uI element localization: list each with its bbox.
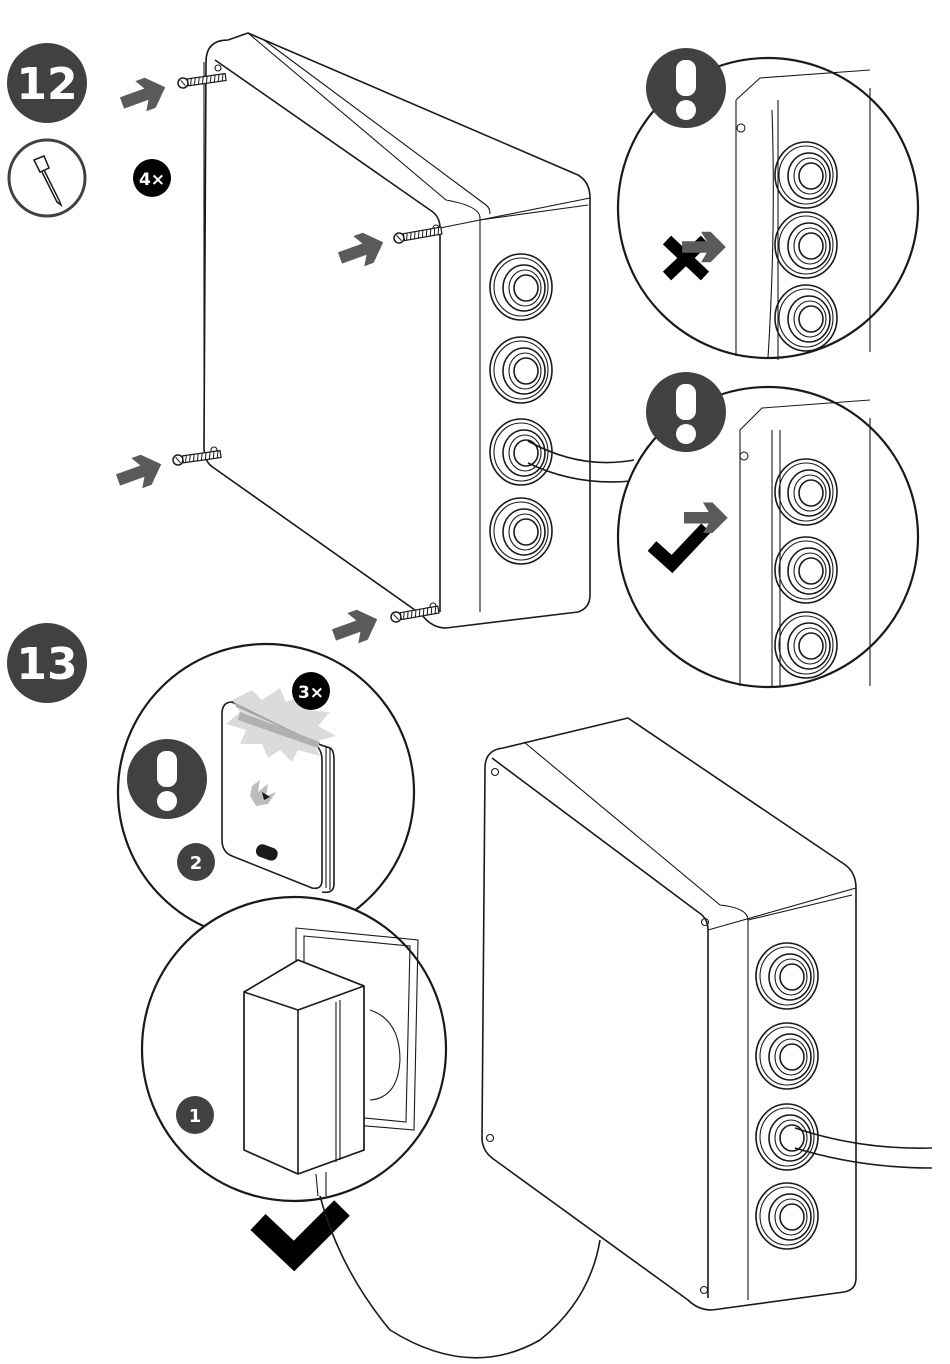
arrow-icon xyxy=(113,449,167,495)
arrow-icon xyxy=(117,72,171,118)
power-cable xyxy=(320,1196,600,1358)
substep-badge-1: 1 xyxy=(176,1096,214,1134)
warning-badge xyxy=(127,739,207,819)
substep-badge-2: 2 xyxy=(177,843,215,881)
screw-bottom-left xyxy=(172,449,221,466)
substep-1-text: 1 xyxy=(189,1106,202,1127)
screw-top-left xyxy=(177,72,226,89)
step13-badge: 13 xyxy=(7,623,87,703)
screw-bottom-right xyxy=(390,605,439,623)
screw-count-badge: 4× xyxy=(133,159,171,197)
arrow-icon xyxy=(329,604,383,650)
substep-2-text: 2 xyxy=(190,853,203,874)
blink-count-text: 3× xyxy=(298,683,324,703)
arrow-icon xyxy=(335,227,389,273)
screw-top-right xyxy=(393,226,442,244)
screw-count-text: 4× xyxy=(139,170,165,190)
power-adapter-callout xyxy=(142,897,446,1201)
step12-badge: 12 xyxy=(7,43,87,123)
blink-count-badge: 3× xyxy=(292,672,330,710)
warning-badge xyxy=(646,48,726,128)
step12-number: 12 xyxy=(16,59,77,110)
check-icon xyxy=(258,1208,342,1256)
enclosure-box-step13 xyxy=(482,718,932,1310)
screwdriver-icon xyxy=(9,140,85,216)
enclosure-box-step12 xyxy=(204,33,640,628)
step13-number: 13 xyxy=(16,639,77,690)
warning-badge xyxy=(646,372,726,452)
